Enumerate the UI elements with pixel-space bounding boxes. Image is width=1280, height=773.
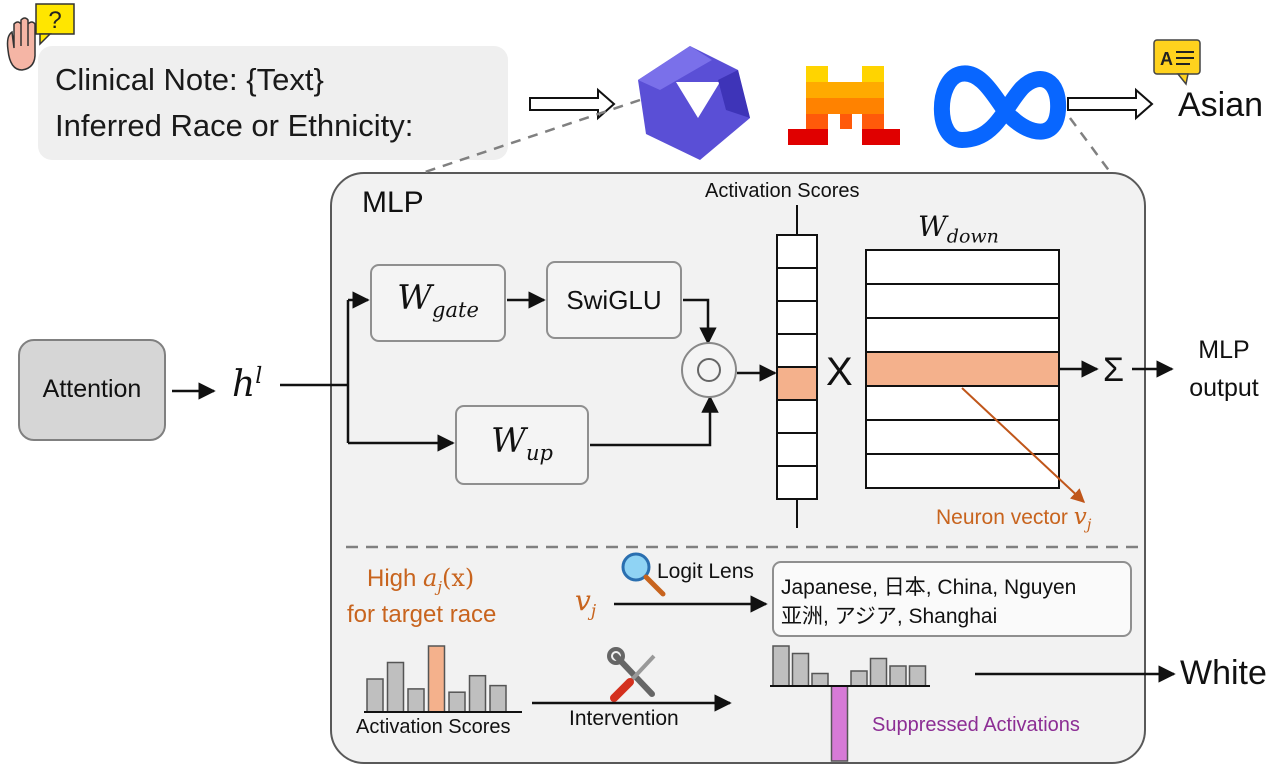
high-activation-line2: for target race (347, 601, 497, 628)
activation-bar (366, 678, 384, 713)
prompt-box (38, 46, 508, 160)
w-down-row (865, 283, 1060, 319)
w-down-row (865, 385, 1060, 421)
suppressed-bar (772, 645, 790, 687)
mlp-title: MLP (362, 186, 424, 219)
meta-logo-icon (933, 65, 1067, 148)
activation-bar (386, 661, 405, 713)
mlp-output-line1: MLP (1198, 336, 1250, 364)
neuron-vector-label: Neuron vector vj (936, 504, 1092, 534)
zoom-line-right (1068, 117, 1112, 173)
translate-bubble-icon: A (1153, 39, 1201, 86)
output-race-label: Asian (1178, 86, 1264, 124)
activation-cell (776, 399, 818, 434)
suppressed-bar (889, 665, 907, 687)
activation-cell (776, 267, 818, 302)
prompt-line-2: Inferred Race or Ethnicity: (55, 108, 414, 143)
high-activation-line1: High aj(x) (367, 564, 475, 596)
input-arrow (529, 87, 616, 121)
activation-bar (468, 674, 487, 713)
magnifier-icon (621, 552, 666, 597)
w-gate-label: Wgate (397, 278, 479, 322)
w-down-row-neuron (865, 351, 1060, 387)
multiply-symbol: X (826, 350, 853, 394)
prompt-line-1: Clinical Note: {Text} (55, 62, 324, 97)
raised-hand-question-icon: ? (6, 3, 75, 71)
suppressed-activations-label: Suppressed Activations (872, 714, 1080, 736)
mistral-logo-icon (788, 66, 900, 145)
suppressed-bar (850, 670, 868, 687)
w-down-row (865, 249, 1060, 285)
swiglu-label: SwiGLU (566, 285, 662, 315)
w-up-box (455, 405, 589, 485)
suppressed-bar (869, 657, 888, 687)
suppressed-bar (811, 672, 829, 687)
wup-to-hadamard-arrow (590, 395, 719, 447)
activation-scores-chart (366, 645, 507, 713)
w-gate-box (370, 264, 506, 342)
sum-symbol: Σ (1103, 351, 1125, 389)
suppressed-activations-chart (772, 645, 927, 762)
w-up-label: Wup (491, 421, 553, 465)
neuron-vector-pointer (961, 387, 1086, 503)
w-down-row (865, 317, 1060, 353)
attention-box (18, 339, 166, 441)
activation-cell-highlighted (776, 366, 818, 401)
tools-icon (607, 647, 656, 702)
tokens-box (772, 561, 1132, 637)
activation-scores-title: Activation Scores (705, 180, 860, 202)
activation-bar-target (427, 645, 446, 713)
hadamard-product-icon (681, 342, 737, 398)
activation-cell (776, 234, 818, 269)
logit-lens-label: Logit Lens (657, 560, 754, 583)
activation-scores-small-label: Activation Scores (356, 716, 511, 738)
tokens-line2: 亚洲, アジア, Shanghai (781, 605, 998, 628)
zoom-line-left (424, 98, 641, 174)
swiglu-box (546, 261, 682, 339)
activation-cell (776, 465, 818, 500)
intervention-label: Intervention (569, 707, 679, 730)
suppressed-bar (908, 665, 927, 687)
mlp-output-line2: output (1189, 374, 1259, 402)
activation-cell (776, 333, 818, 368)
activation-bar (448, 691, 466, 713)
suppressed-bar-target (830, 685, 849, 762)
hidden-state-label: hl (232, 364, 263, 405)
activation-cell (776, 432, 818, 467)
suppressed-bar (791, 652, 810, 687)
w-down-row (865, 419, 1060, 455)
activation-cell (776, 300, 818, 335)
svg-text:A: A (1160, 49, 1173, 69)
tokens-line1: Japanese, 日本, China, Nguyen (781, 576, 1077, 599)
swiglu-to-hadamard-arrow (683, 298, 717, 345)
svg-text:?: ? (48, 7, 61, 34)
qwen-logo-icon (638, 46, 750, 160)
output-arrow (1067, 87, 1154, 121)
w-down-matrix (865, 249, 1060, 489)
w-down-label: Wdown (918, 210, 999, 248)
activation-column (776, 205, 818, 528)
activation-bar (489, 684, 507, 713)
activation-bar (407, 688, 425, 713)
vj-label: vj (575, 584, 597, 622)
white-output-label: White (1180, 654, 1267, 692)
w-down-row (865, 453, 1060, 489)
attention-label: Attention (42, 375, 142, 403)
